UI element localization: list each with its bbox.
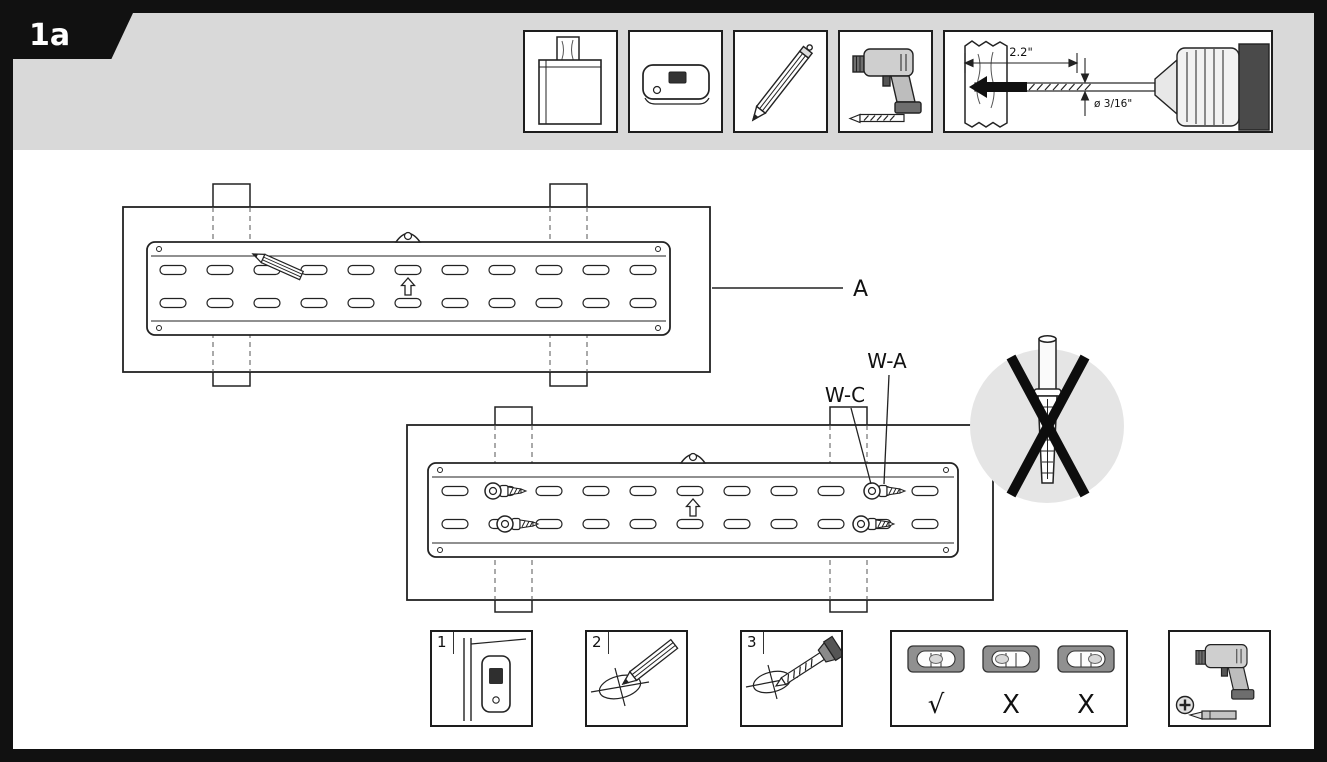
drill-chuck-icon [1154, 43, 1270, 131]
leader-line-wc [850, 407, 872, 485]
diameter-label: ø 3/16" [1094, 98, 1132, 110]
sub-step-box-2: 2 [585, 630, 688, 727]
diameter-dimension [1080, 58, 1090, 116]
pencil-on-plate-icon [251, 253, 305, 281]
hidden-stud-lines [494, 425, 868, 600]
level-mark-wrong-1: X [1002, 690, 1020, 720]
page-content: 1a [13, 13, 1314, 749]
label-screw-wa: W-A [867, 349, 907, 373]
drill-bit-icon [848, 113, 905, 124]
cross-out-x-icon [1006, 354, 1090, 498]
wall-plate [146, 231, 671, 336]
number-divider [608, 632, 609, 654]
screwdriver-bit-icon [1188, 710, 1237, 720]
wall-plate [427, 452, 959, 558]
level-check-box: √ X X [890, 630, 1128, 727]
tool-box-drill-depth: 2.2" ø 3/16" [943, 30, 1273, 133]
tool-box-pencil [733, 30, 828, 133]
sub-step-number: 3 [747, 633, 757, 651]
sub-step-number: 1 [437, 633, 447, 651]
number-divider [453, 632, 454, 654]
level-icon-bubble-right [1057, 645, 1115, 673]
up-arrow-icon [400, 277, 416, 296]
tools-box-drill-driver [1168, 630, 1271, 727]
no-anchor-warning [970, 335, 1124, 503]
tool-box-stud-finder [628, 30, 723, 133]
stud-finder-on-wall-icon [463, 638, 527, 721]
depth-label: 2.2" [1009, 45, 1033, 59]
phillips-bit-icon [1175, 695, 1195, 715]
leader-line-wa [883, 374, 890, 485]
level-icon-bubble-left [982, 645, 1040, 673]
stud-finder-icon [642, 64, 710, 105]
level-mark-wrong-2: X [1077, 690, 1095, 720]
up-arrow-icon [685, 498, 701, 517]
tool-box-drill [838, 30, 933, 133]
depth-dimension [963, 53, 1079, 73]
pencil-icon [751, 44, 814, 122]
number-divider [763, 632, 764, 654]
level-check-diagram: √ X X [907, 645, 1115, 720]
label-plate-a: A [853, 277, 868, 302]
drill-hole-icon [745, 635, 841, 700]
pencil-mark-icon [590, 638, 679, 707]
tool-box-stud [523, 30, 618, 133]
label-washer-wc: W-C [825, 383, 865, 407]
drill-icon [848, 48, 922, 124]
sub-step-box-1: 1 [430, 630, 533, 727]
level-icon-centered [907, 645, 965, 673]
push-arrow-icon [969, 76, 1027, 98]
step-number-tab: 1a [13, 13, 133, 59]
wallplate-on-studs-illustration: A [122, 183, 868, 387]
level-mark-ok: √ [928, 690, 945, 720]
drill-depth-diagram: 2.2" ø 3/16" [963, 40, 1270, 131]
sub-step-number: 2 [592, 633, 602, 651]
sub-step-box-3: 3 [740, 630, 843, 727]
wallplate-with-screws-illustration: W-A W-C [406, 349, 994, 613]
drill-driver-icon [1175, 644, 1255, 720]
stud-icon [538, 36, 602, 125]
